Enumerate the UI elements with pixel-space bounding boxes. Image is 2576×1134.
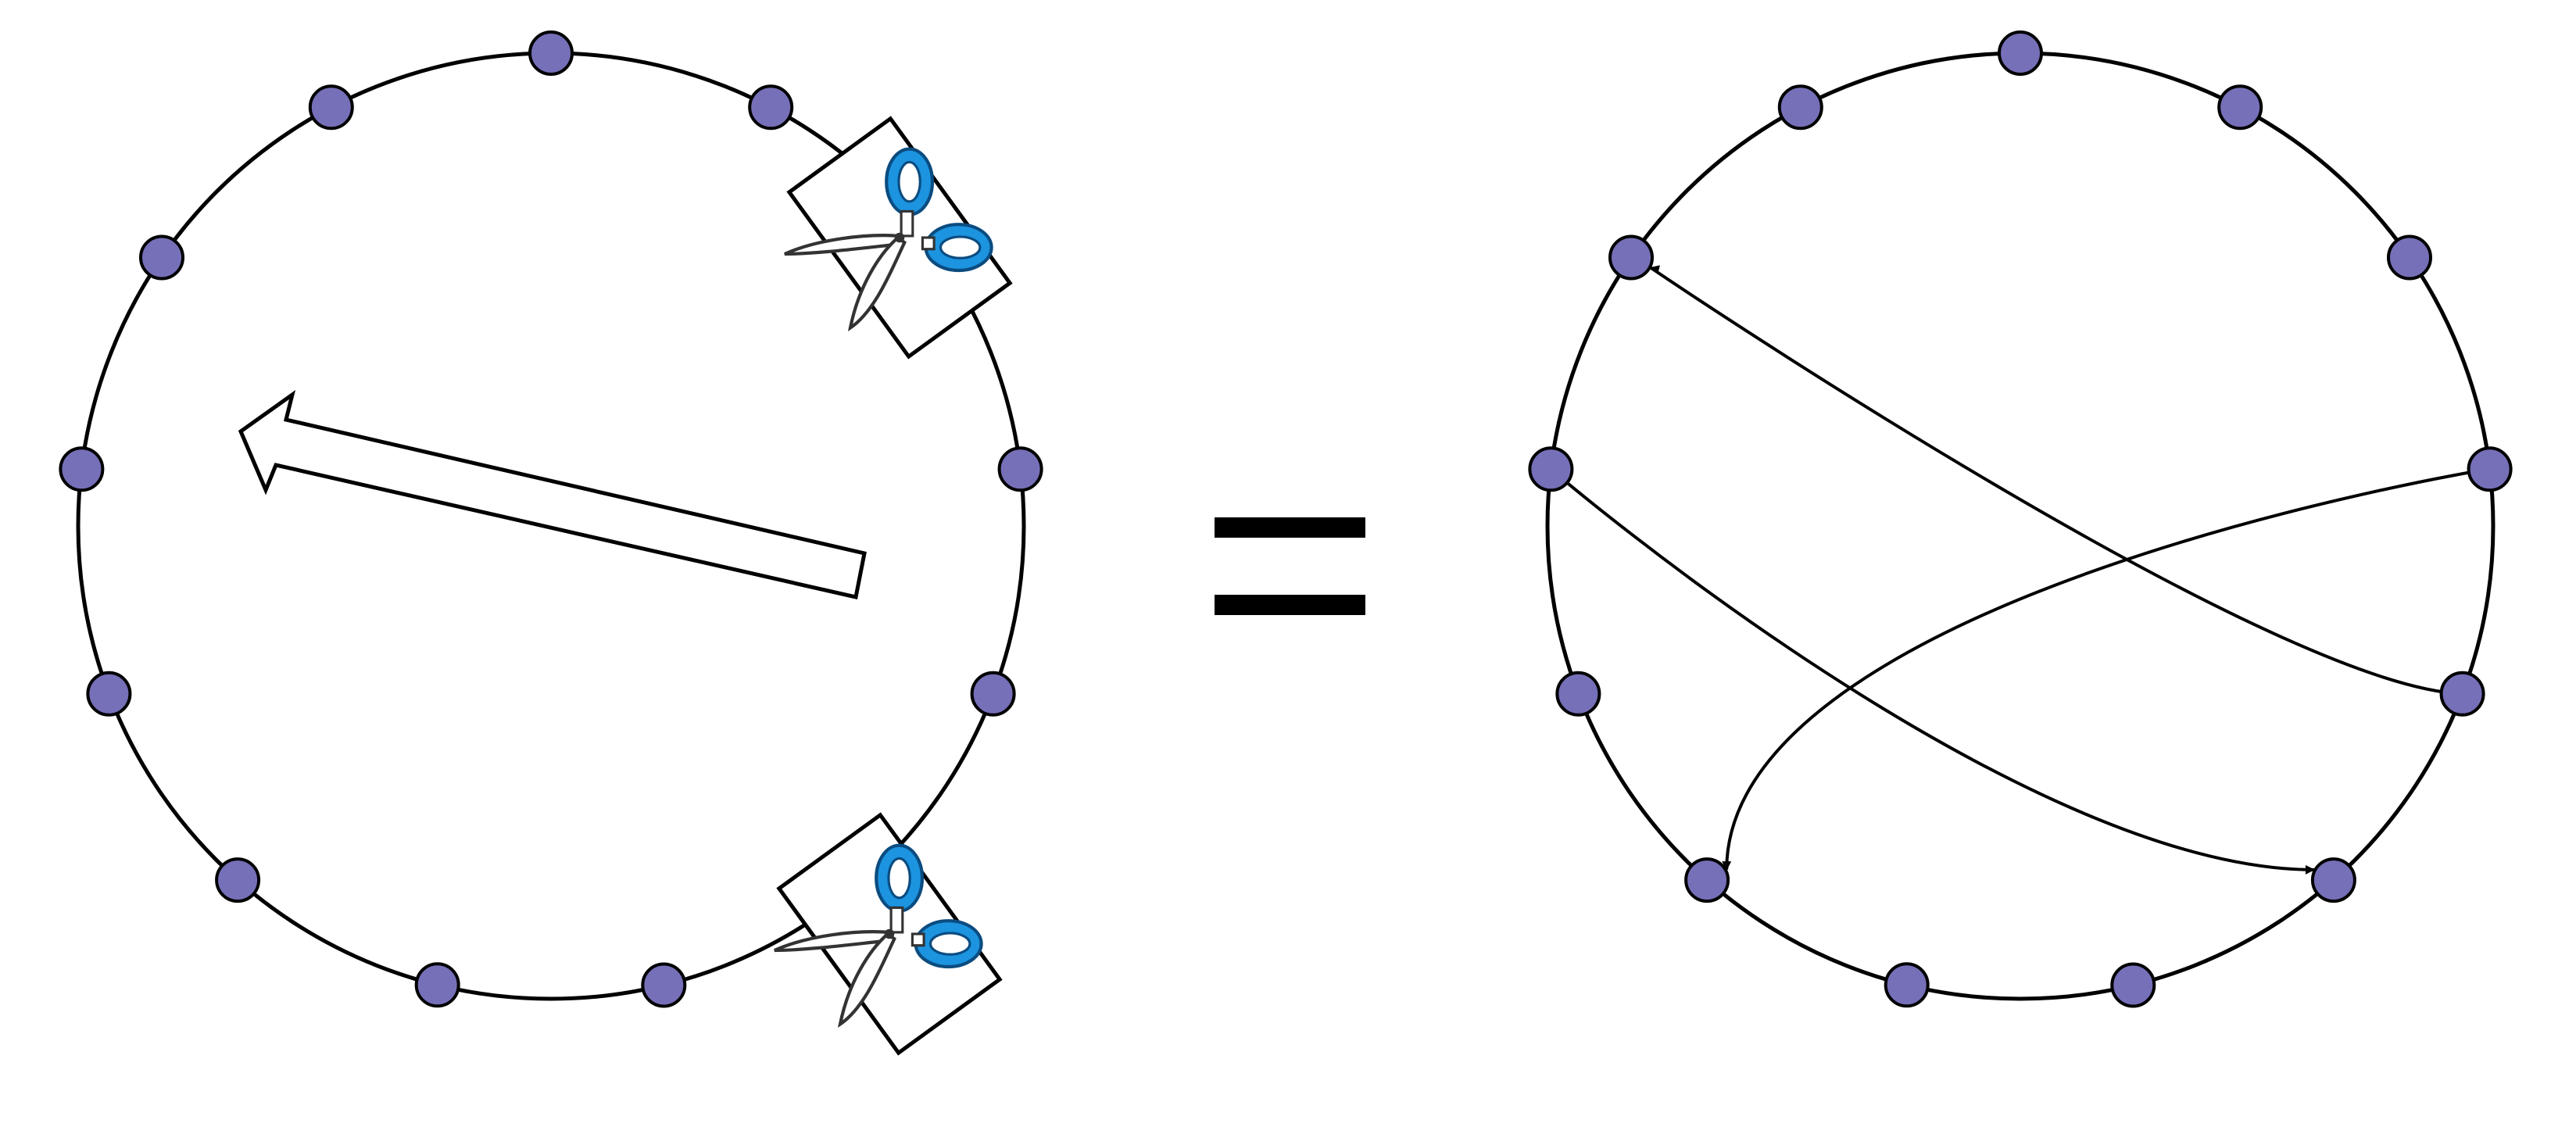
cut-mark-bottom	[689, 812, 1003, 1056]
right-chord-group	[1550, 266, 2490, 875]
node	[414, 962, 460, 1008]
node	[1884, 962, 1930, 1008]
node	[308, 84, 354, 131]
node	[1608, 234, 1654, 281]
node	[2439, 671, 2485, 717]
node	[528, 30, 574, 76]
node	[1684, 857, 1730, 903]
node	[1528, 446, 1574, 492]
node	[1998, 30, 2043, 76]
node	[2467, 446, 2513, 492]
node	[2217, 84, 2263, 131]
right-panel	[1528, 30, 2513, 1008]
node	[86, 671, 132, 717]
node	[59, 446, 105, 492]
right-ring	[1545, 51, 2496, 1001]
node	[1777, 84, 1823, 131]
cut-mark-top	[699, 116, 1013, 360]
left-panel	[59, 30, 1043, 1056]
node	[997, 446, 1043, 492]
node	[2387, 234, 2432, 281]
node	[2110, 962, 2156, 1008]
equals-bar-top	[1215, 517, 1365, 538]
node	[139, 234, 184, 281]
chord-arrow	[1550, 467, 2315, 875]
chord-arrow	[1722, 467, 2490, 871]
node	[1555, 671, 1601, 717]
equals-sign	[1215, 517, 1365, 615]
equals-bar-bottom	[1215, 595, 1365, 615]
hollow-arrow-icon	[238, 390, 867, 600]
node	[748, 84, 794, 131]
node	[970, 671, 1016, 717]
node	[215, 857, 261, 903]
node	[2310, 857, 2356, 903]
right-node-group	[1528, 30, 2513, 1008]
chord-arrow	[1649, 266, 2463, 696]
node	[641, 962, 687, 1008]
